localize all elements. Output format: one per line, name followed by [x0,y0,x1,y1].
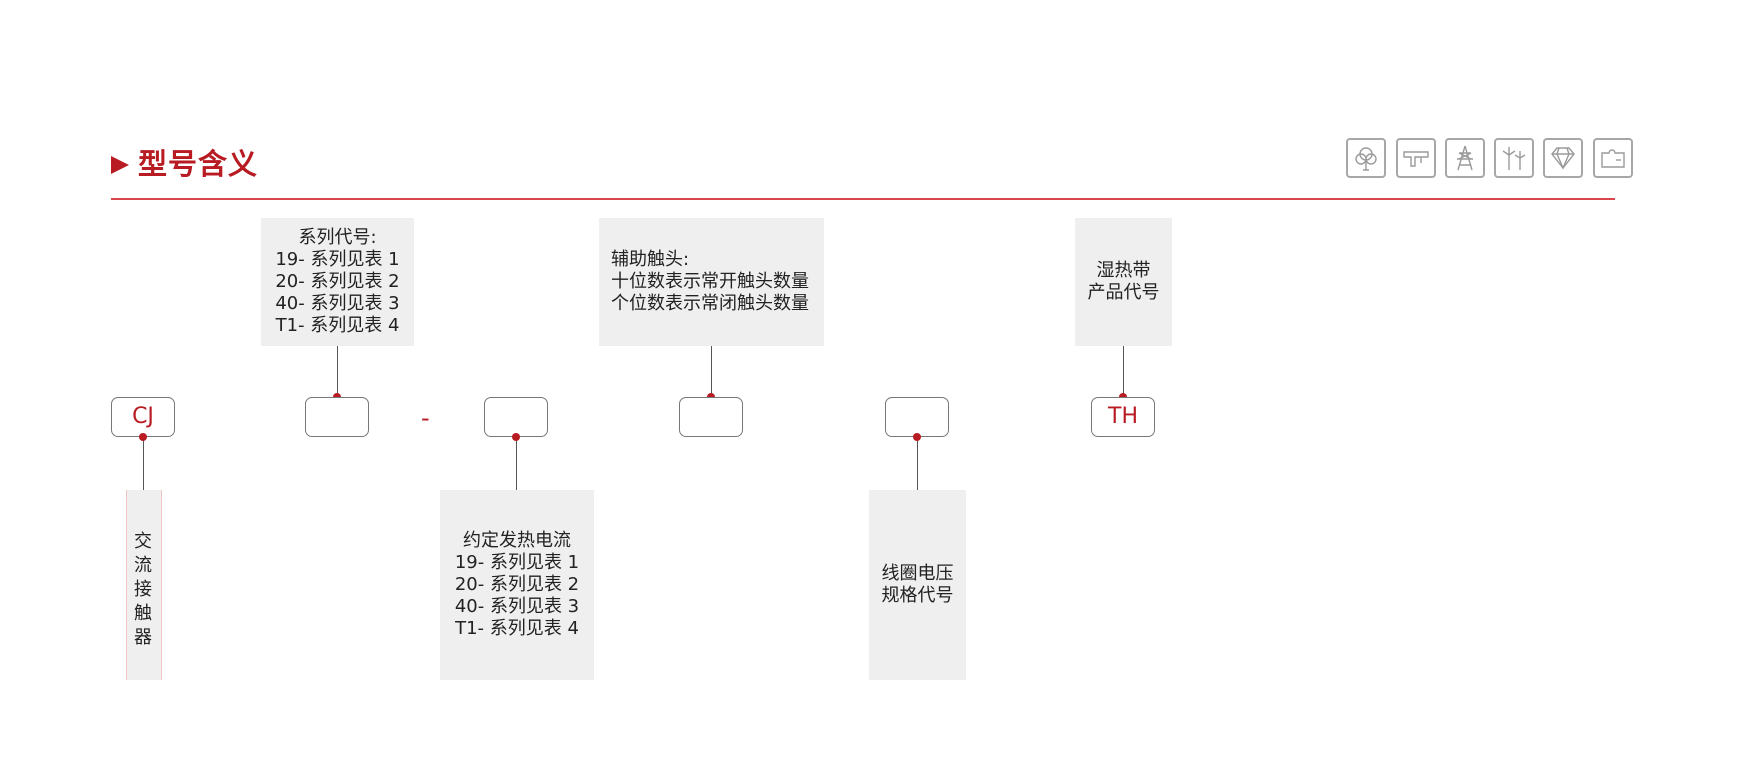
coil-voltage-line: 规格代号 [881,585,954,606]
connector-series [337,346,338,397]
puzzle-icon [1593,138,1633,178]
aux-contacts-title: 辅助触头: [611,249,690,270]
header-arrow-icon [111,156,129,174]
series-code-title: 系列代号: [298,227,377,248]
rated-current-line: T1- 系列见表 4 [455,618,579,639]
series-code-line: 40- 系列见表 3 [275,293,400,314]
connector-dot-current [512,433,520,441]
connector-dot-cj [139,433,147,441]
code-slot-series [305,397,369,437]
rated-current-box: 约定发热电流 19- 系列见表 1 20- 系列见表 2 40- 系列见表 3 … [440,490,594,680]
diamond-icon [1543,138,1583,178]
humid-tropical-line: 产品代号 [1087,282,1160,303]
header-divider [111,198,1615,200]
series-code-line: 20- 系列见表 2 [275,271,400,292]
tree-icon [1346,138,1386,178]
code-separator: - [421,404,430,432]
pipe-wrench-icon [1396,138,1436,178]
coil-voltage-box: 线圈电压 规格代号 [869,490,966,680]
rated-current-line: 40- 系列见表 3 [454,596,580,617]
code-slot-aux [679,397,743,437]
code-slot-coil [885,397,949,437]
aux-contacts-box: 辅助触头: 十位数表示常开触头数量 个位数表示常闭触头数量 [599,218,824,346]
humid-tropical-line: 湿热带 [1096,260,1151,281]
connector-aux [711,346,712,397]
code-slot-current [484,397,548,437]
connector-current [516,437,517,490]
code-slot-th: TH [1091,397,1155,437]
code-slot-cj: CJ [111,397,175,437]
series-code-line: 19- 系列见表 1 [275,249,400,270]
rated-current-title: 约定发热电流 [463,530,571,551]
transmission-tower-icon [1445,138,1485,178]
humid-tropical-box: 湿热带 产品代号 [1075,218,1172,346]
rated-current-line: 20- 系列见表 2 [454,574,580,595]
aux-contacts-line: 十位数表示常开触头数量 [611,271,809,292]
aux-contacts-line: 个位数表示常闭触头数量 [611,293,809,314]
ac-contactor-label: 交流接触器 [134,531,152,648]
connector-th [1123,346,1124,397]
connector-coil [917,437,918,490]
page-title: 型号含义 [138,147,259,181]
rated-current-line: 19- 系列见表 1 [454,552,580,573]
coil-voltage-line: 线圈电压 [881,563,954,584]
series-code-line: T1- 系列见表 4 [275,315,400,336]
series-code-box: 系列代号: 19- 系列见表 1 20- 系列见表 2 40- 系列见表 3 T… [261,218,414,346]
wind-turbine-icon [1494,138,1534,178]
connector-cj [143,437,144,490]
connector-dot-coil [913,433,921,441]
ac-contactor-box [126,490,162,680]
